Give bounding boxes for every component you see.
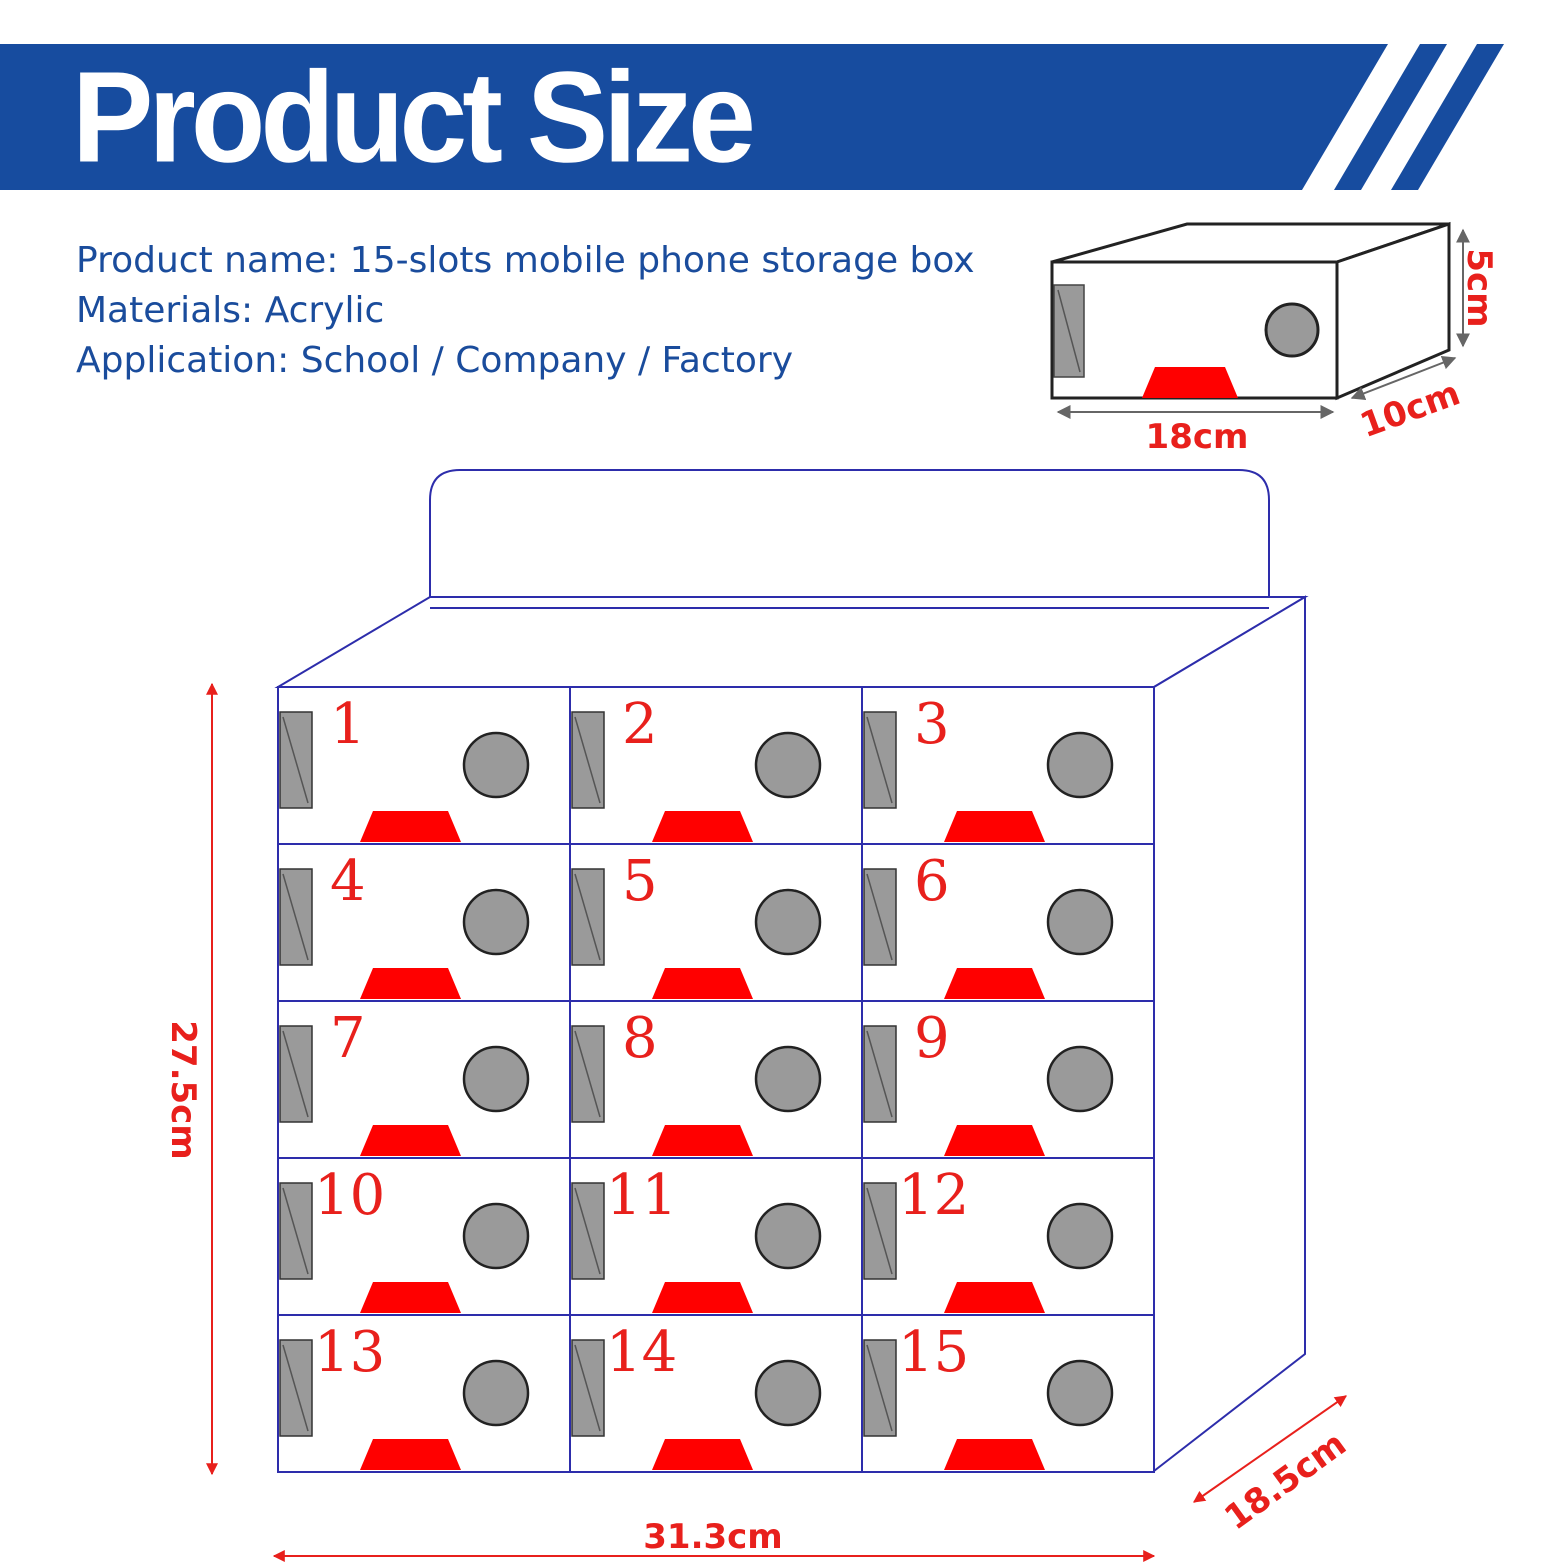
slot-number: 9: [914, 1006, 950, 1071]
slot-knob: [462, 1045, 530, 1113]
slot-handle-line: [574, 1030, 601, 1118]
slot-handle-line: [866, 716, 893, 804]
slot-tab: [652, 968, 753, 999]
slot-handle-line: [282, 1030, 309, 1118]
slot-handle-line: [574, 873, 601, 961]
slot-handle: [863, 1025, 897, 1123]
slot-tab: [360, 811, 461, 842]
slot-number: 7: [330, 1006, 366, 1071]
slot-tab: [944, 968, 1045, 999]
slot-number: 8: [622, 1006, 658, 1071]
slot-knob: [754, 1045, 822, 1113]
slot-handle-line: [866, 1030, 893, 1118]
slot-tab: [944, 1125, 1045, 1156]
slot-number: 10: [314, 1163, 385, 1228]
slot-number: 15: [898, 1320, 969, 1385]
slot-knob: [462, 1202, 530, 1270]
slot-number: 5: [622, 849, 658, 914]
single-box-height-label: 5cm: [1459, 248, 1499, 327]
slot-handle-line: [282, 1344, 309, 1432]
slot-handle: [863, 1339, 897, 1437]
slot-handle-line: [574, 716, 601, 804]
slot-number: 6: [914, 849, 950, 914]
slot-number: 14: [606, 1320, 677, 1385]
cabinet-top: [274, 596, 1309, 688]
slot-knob: [1046, 1045, 1114, 1113]
slot-knob: [462, 731, 530, 799]
slot-number: 13: [314, 1320, 385, 1385]
slot-tab: [652, 1125, 753, 1156]
slot-handle-line: [574, 1344, 601, 1432]
banner-background: [0, 44, 1388, 190]
title-banner: [0, 44, 1504, 190]
cabinet-back-panel: [429, 469, 1270, 609]
slot-tab: [652, 811, 753, 842]
slot-knob: [754, 1359, 822, 1427]
slot-number: 12: [898, 1163, 969, 1228]
slot-knob: [1046, 731, 1114, 799]
slot-tab: [360, 1282, 461, 1313]
single-box-tab: [1142, 367, 1238, 398]
materials-line: Materials: Acrylic: [76, 290, 385, 331]
cabinet-width-label: 31.3cm: [643, 1517, 782, 1557]
slot-handle: [571, 1182, 605, 1280]
slot-handle-line: [574, 1187, 601, 1275]
slot-knob: [462, 1359, 530, 1427]
slot-knob: [1046, 888, 1114, 956]
application-line: Application: School / Company / Factory: [76, 340, 794, 381]
slot-knob: [754, 731, 822, 799]
slot-tab: [944, 811, 1045, 842]
slot-number: 4: [330, 849, 366, 914]
single-box-diagram: 18cm 5cm 10cm: [1050, 221, 1499, 457]
single-box-width-label: 18cm: [1146, 417, 1249, 457]
slot-knob: [462, 888, 530, 956]
slot-tab: [360, 968, 461, 999]
slot-handle-line: [866, 873, 893, 961]
cabinet-side: [1153, 595, 1306, 1474]
slot-number: 3: [914, 692, 950, 757]
slot-tab: [944, 1439, 1045, 1470]
slot-tab: [944, 1282, 1045, 1313]
page-title: Product Size: [72, 44, 756, 190]
slot-knob: [1046, 1359, 1114, 1427]
slot-handle: [863, 711, 897, 809]
slot-tab: [652, 1282, 753, 1313]
single-box-depth-arrow: [1350, 356, 1457, 400]
single-box-handle-line: [1057, 289, 1081, 373]
slot-tab: [360, 1439, 461, 1470]
slot-handle-line: [866, 1187, 893, 1275]
cabinet-depth-arrow: [1193, 1395, 1347, 1503]
slot-handle: [279, 1339, 313, 1437]
single-box-knob: [1264, 302, 1320, 358]
slot-tab: [652, 1439, 753, 1470]
slot-knob: [754, 1202, 822, 1270]
cabinet-height-label: 27.5cm: [163, 1020, 203, 1159]
slot-handle-line: [282, 716, 309, 804]
banner-stripe: [1391, 44, 1504, 190]
product-info: Product name: 15-slots mobile phone stor…: [76, 236, 975, 386]
slot-handle-line: [282, 1187, 309, 1275]
cabinet-depth-label: 18.5cm: [1217, 1424, 1353, 1538]
slot-number: 1: [330, 692, 366, 757]
banner-stripe: [1334, 44, 1447, 190]
slot-tab: [360, 1125, 461, 1156]
slot-handle-line: [282, 873, 309, 961]
slot-handle-line: [866, 1344, 893, 1432]
slot-number: 2: [622, 692, 658, 757]
slot-number: 11: [606, 1163, 677, 1228]
slot-knob: [754, 888, 822, 956]
product-name-line: Product name: 15-slots mobile phone stor…: [76, 240, 975, 281]
slot-knob: [1046, 1202, 1114, 1270]
